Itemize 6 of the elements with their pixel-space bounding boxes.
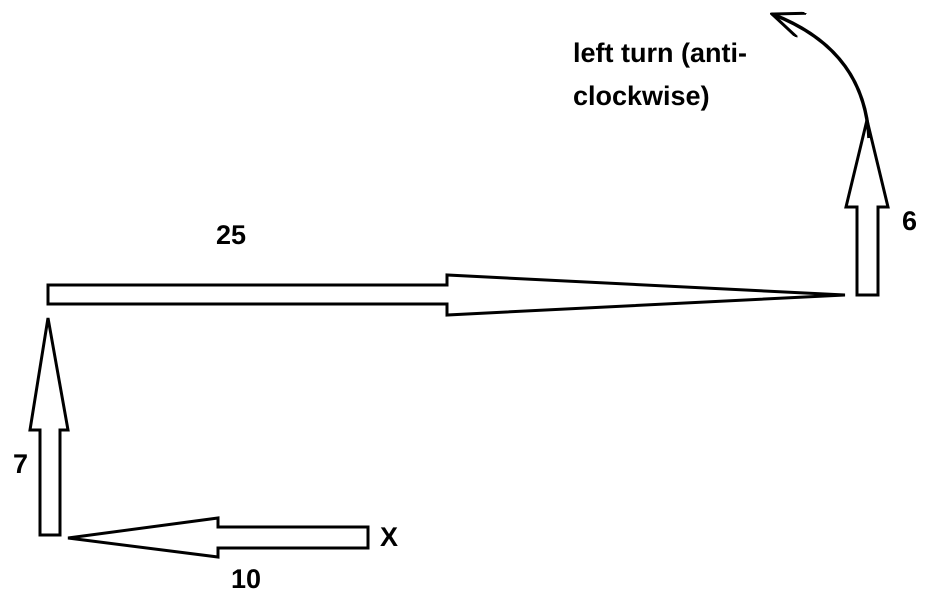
distance-label: 25	[216, 219, 246, 252]
distance-label: 6	[902, 205, 918, 238]
distance-label: 10	[231, 563, 262, 596]
distance-label: 7	[13, 448, 28, 481]
start-label: X	[380, 521, 398, 554]
turn-label: left turn (anti-clockwise)	[573, 37, 748, 114]
